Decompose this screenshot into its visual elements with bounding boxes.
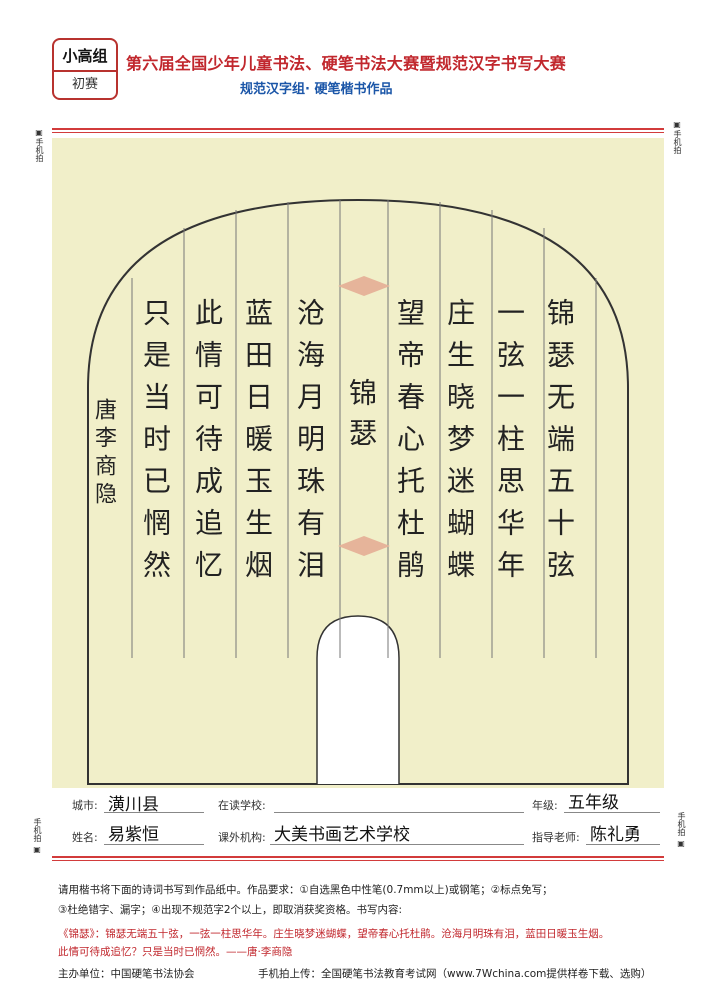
badge-round: 初赛 [71,77,98,92]
divider-top [52,128,664,130]
poem-column-6: 蓝田日暖玉生烟 [241,298,274,592]
poem-column-7: 此情可待成追忆 [191,298,224,592]
upload-info: 手机拍上传：全国硬笔书法教育考试网（www.7Wchina.com提供样卷下载、… [258,968,652,980]
grade-underline [564,812,660,813]
page-subtitle: 规范汉字组· 硬笔楷书作品 [240,82,393,97]
poem-column-4: 望帝春心托杜鹃 [393,298,426,592]
page-title: 第六届全国少年儿童书法、硬笔书法大赛暨规范汉字书写大赛 [126,54,567,73]
divider-bottom [52,856,664,858]
org-label: 课外机构: [218,831,266,844]
city-underline [104,812,204,813]
teacher-label: 指导老师: [532,831,580,844]
grade-value: 五年级 [568,793,619,813]
poem-text-line-2: 此情可待成追忆？只是当时已惘然。——唐·李商隐 [58,946,293,958]
poem-column-2: 一弦一柱思华年 [493,298,526,592]
divider-top-thin [52,132,664,133]
writing-sheet: 锦瑟无端五十弦 一弦一柱思华年 庄生晓梦迷蝴蝶 望帝春心托杜鹃 锦瑟 沧海月明珠… [52,138,664,788]
school-underline [274,812,524,813]
teacher-underline [586,844,660,845]
name-underline [104,844,204,845]
org-underline [270,844,524,845]
camera-marker-tl: ▣手机拍 [35,128,44,162]
camera-icon: ▣ [33,845,41,854]
poem-column-3: 庄生晓梦迷蝴蝶 [443,298,476,592]
school-label: 在读学校: [218,799,266,812]
category-badge: 小高组 初赛 [52,38,118,100]
poem-column-8: 只是当时已惘然 [139,298,172,592]
city-label: 城市: [72,799,98,812]
poem-text-line-1: 《锦瑟》：锦瑟无端五十弦，一弦一柱思华年。庄生晓梦迷蝴蝶，望帝春心托杜鹃。沧海月… [58,928,610,940]
instructions-line-2: ③杜绝错字、漏字；④出现不规范字2个以上，即取消获奖资格。书写内容: [58,904,403,916]
camera-marker-tr: ▣手机拍 [673,120,682,154]
instructions-line-1: 请用楷书将下面的诗词书写到作品纸中。作品要求：①自选黑色中性笔(0.7mm以上)… [58,884,553,896]
camera-marker-br: 手机拍▣ [677,812,686,848]
name-label: 姓名: [72,831,98,844]
grade-label: 年级: [532,799,558,812]
author-column: 唐李商隐 [91,398,116,510]
org-value: 大美书画艺术学校 [274,825,410,845]
poem-column-5: 沧海月明珠有泪 [293,298,326,592]
camera-icon: ▣ [673,120,681,129]
name-value: 易紫恒 [108,825,159,845]
city-value: 潢川县 [108,795,159,815]
badge-category: 小高组 [54,40,116,72]
camera-icon: ▣ [35,128,43,137]
divider-bottom-thin [52,860,664,861]
sheet-frame [87,198,629,785]
camera-marker-bl: 手机拍▣ [33,818,42,854]
poem-title-column: 锦瑟 [345,378,378,458]
teacher-value: 陈礼勇 [590,825,641,845]
camera-icon: ▣ [677,839,685,848]
poem-column-1: 锦瑟无端五十弦 [543,298,576,592]
organizer-text: 主办单位：中国硬笔书法协会 [58,968,195,980]
